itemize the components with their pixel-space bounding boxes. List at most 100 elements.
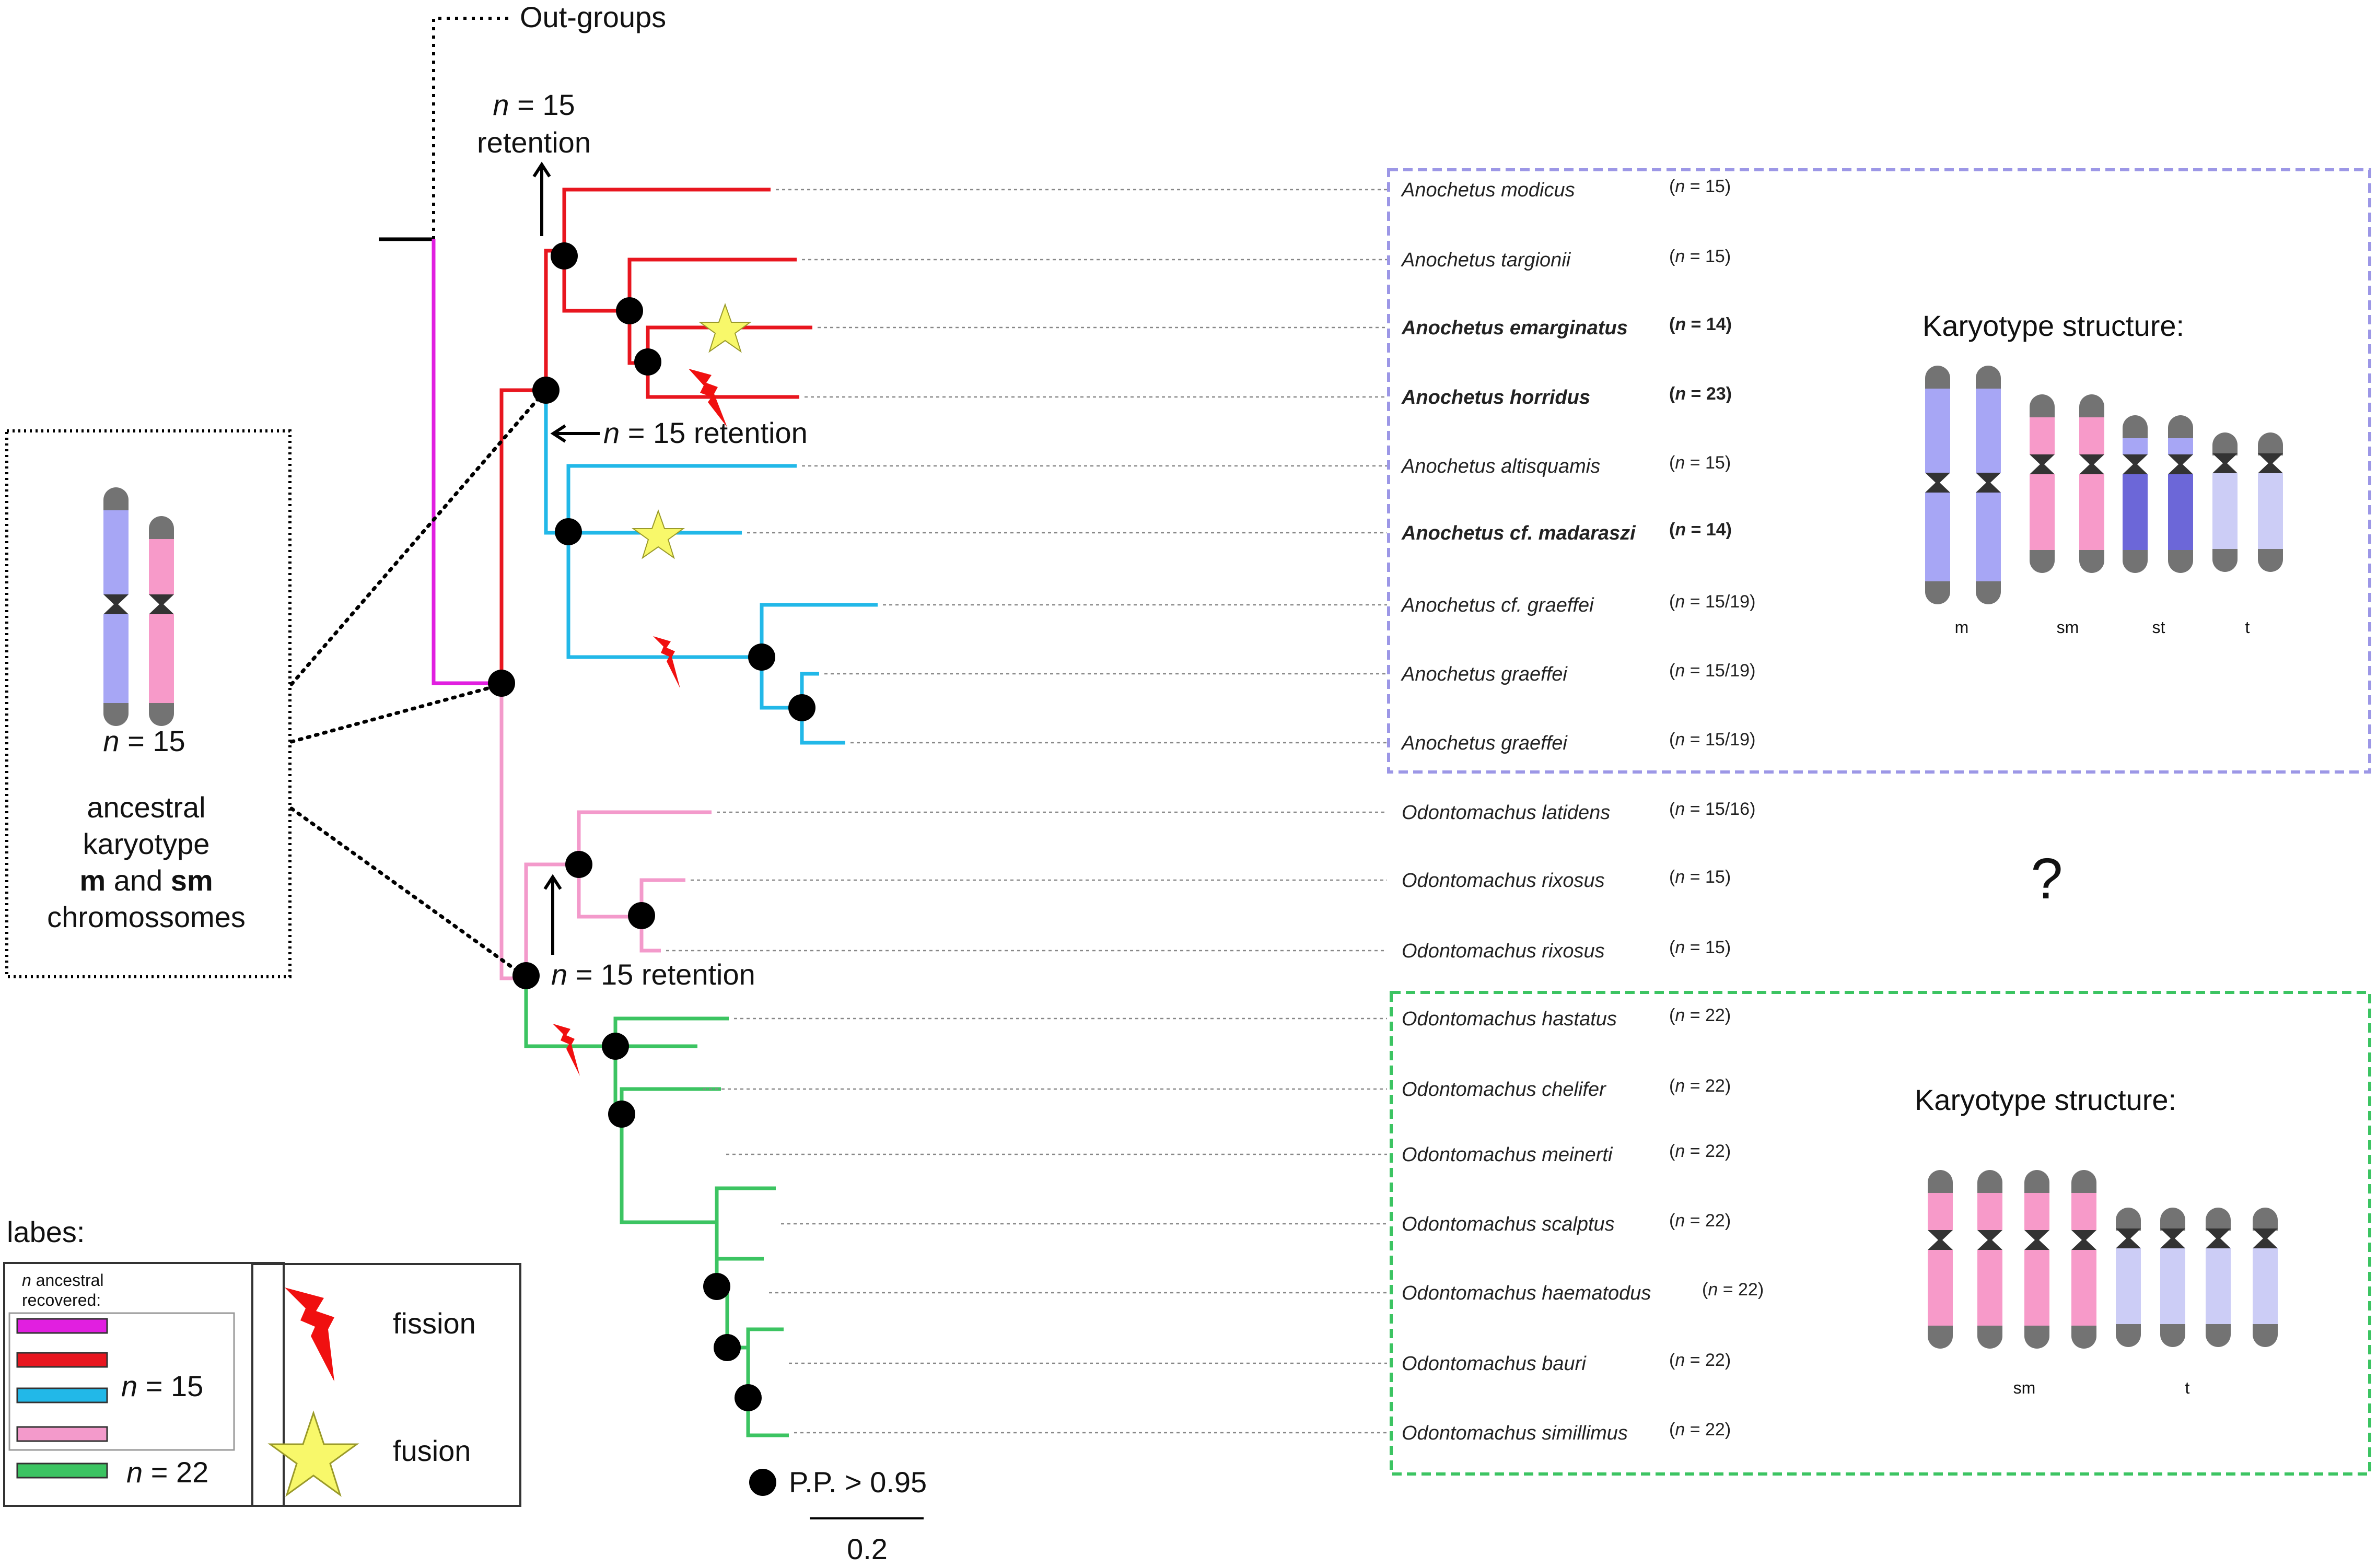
chromosome-count: (n = 22) [1669, 1420, 1731, 1440]
taxon-name: Odontomachus meinerti [1402, 1144, 1613, 1166]
count-value: = 15/19) [1685, 730, 1755, 750]
chromosome-arm [2258, 473, 2283, 549]
karyotype-bottom-chromosomes [1928, 1170, 2278, 1349]
legend-inner-box [8, 1312, 235, 1451]
chromosome-count: (n = 22) [1669, 1350, 1731, 1370]
chromosome-telomere [2123, 415, 2148, 438]
karyo-label-t-bottom: t [2185, 1378, 2190, 1397]
taxon-name: Anochetus graeffei [1401, 732, 1568, 754]
pink-stem [499, 683, 526, 980]
node-red-inner2 [634, 348, 661, 376]
chromosome-count: (n = 15) [1669, 247, 1731, 266]
chromosome-telomere [2258, 549, 2283, 572]
count-paren: ( [1669, 1005, 1675, 1025]
chromosome-count: (n = 22) [1702, 1280, 1764, 1300]
chromosome [2024, 1170, 2049, 1349]
chromosome-count: (n = 15) [1669, 453, 1731, 473]
count-n: n [1675, 177, 1685, 196]
retention-label-bottom: n = 15 retention [551, 958, 755, 991]
red-branch-lower [562, 251, 630, 313]
cyan-branch-graeffei-group [760, 603, 878, 657]
chromosome [2123, 415, 2148, 573]
left-arrow-icon [550, 424, 600, 443]
count-paren: ( [1669, 867, 1675, 887]
count-paren: ( [1669, 730, 1675, 750]
magenta-stem [432, 239, 502, 685]
chromosome-telomere [2253, 1208, 2278, 1231]
legend-n-ancestral: n ancestral [22, 1271, 104, 1290]
taxon-name: Odontomachus rixosus [1402, 870, 1605, 892]
green-branch-bauri [746, 1327, 784, 1348]
count-paren: ( [1669, 799, 1675, 819]
taxon-name: Anochetus cf. graeffei [1401, 594, 1594, 616]
chromosome-arm [2071, 1250, 2096, 1326]
chromosome-telomere [2079, 394, 2104, 417]
chromosome-centromere [2071, 1230, 2096, 1250]
legend-swatch-magenta [16, 1318, 108, 1334]
count-value: = 22) [1685, 1211, 1731, 1231]
taxon-name: Odontomachus rixosus [1402, 940, 1605, 962]
node-pink-inner [628, 902, 655, 929]
karyo-label-sm-bottom: sm [2013, 1378, 2036, 1397]
red-clade-stem [499, 249, 564, 683]
chromosome-centromere [2212, 453, 2238, 473]
chromosome-arm [1928, 1193, 1953, 1230]
chromosome-centromere [2168, 454, 2193, 474]
retention-label-middle: n = 15 retention [603, 416, 808, 449]
count-n: n [1675, 938, 1685, 957]
chromosome-telomere [1925, 581, 1950, 604]
chromosome-arm [2253, 1248, 2278, 1324]
node-red-inner [616, 297, 643, 324]
green-branch-scalptus [715, 1186, 776, 1224]
count-paren: ( [1669, 384, 1675, 404]
chromosome-centromere [1977, 1230, 2002, 1250]
chromosome [2071, 1170, 2096, 1349]
connector-to-odonto-node [289, 806, 525, 977]
count-n: n [1675, 247, 1685, 266]
connector-to-red-node [289, 391, 545, 686]
count-paren: ( [1669, 1141, 1675, 1161]
chromosome-arm [149, 539, 174, 594]
chromosome-telomere [1928, 1170, 1953, 1193]
chromosome-arm [2206, 1248, 2231, 1324]
legend-fusion-icon [267, 1410, 359, 1497]
count-paren: ( [1669, 661, 1675, 681]
taxon-name: Odontomachus simillimus [1402, 1422, 1628, 1444]
node-cyan-graeffei2 [788, 694, 815, 721]
chromosome-telomere [1976, 366, 2001, 389]
legend-fission-icon [285, 1288, 334, 1382]
chromosome-telomere [2116, 1324, 2141, 1347]
retention-n: n [551, 958, 567, 991]
chromosome-telomere [2212, 549, 2238, 572]
count-paren: ( [1702, 1280, 1708, 1300]
count-n: n [1675, 730, 1685, 750]
retention-eq: = 15 [509, 88, 575, 121]
legend-swatch-cyan [16, 1387, 108, 1403]
ancestral-and: and [106, 864, 171, 897]
count-paren: ( [1669, 453, 1675, 473]
legend-title: labes: [7, 1215, 85, 1248]
red-branch-horridus [646, 363, 799, 399]
chromosome [2258, 432, 2283, 572]
chromosome-telomere [2258, 432, 2283, 455]
chromosome-telomere [2024, 1170, 2049, 1193]
retention-n: n [603, 416, 620, 449]
chromosome [1977, 1170, 2002, 1349]
chromosome-telomere [2079, 550, 2104, 573]
legend-swatch-pink [16, 1426, 108, 1442]
count-n: n [1675, 1141, 1685, 1161]
chromosome-telomere [2206, 1324, 2231, 1347]
ancestral-line1: ancestral [87, 791, 205, 824]
chromosome-count: (n = 22) [1669, 1211, 1731, 1231]
count-n: n [1675, 1350, 1685, 1370]
count-n: n [1675, 592, 1685, 612]
chromosome-telomere [2030, 550, 2055, 573]
anochetus-karyotype-box [1387, 168, 2371, 774]
chromosome-telomere [103, 703, 129, 726]
chromosome-centromere [2123, 454, 2148, 474]
chromosome-count: (n = 15) [1669, 938, 1731, 957]
chromosome-arm [149, 614, 174, 703]
count-value: = 15/19) [1685, 592, 1755, 612]
legend-n15: n = 15 [121, 1370, 203, 1402]
ancestral-m: m [79, 864, 106, 897]
